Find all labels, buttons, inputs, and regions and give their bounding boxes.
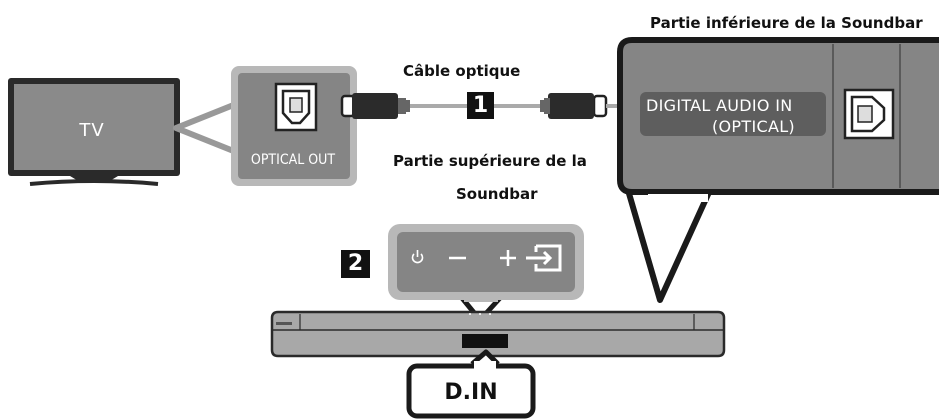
- tv-icon: [8, 78, 180, 186]
- digital-audio-in-label: DIGITAL AUDIO IN: [646, 96, 793, 115]
- din-label: D.IN: [444, 380, 498, 405]
- optical-sublabel: (OPTICAL): [712, 117, 795, 136]
- tv-label: TV: [79, 120, 105, 141]
- soundbar-top-panel: [388, 224, 584, 323]
- din-callout: [406, 349, 536, 419]
- soundbar: [270, 310, 726, 358]
- power-icon: [411, 250, 424, 264]
- soundbar-top-label-line1: Partie supérieure de la: [393, 152, 587, 170]
- soundbar-top-label-line2: Soundbar: [456, 185, 538, 203]
- optical-out-label: OPTICAL OUT: [250, 152, 336, 168]
- cable-label: Câble optique: [403, 62, 521, 80]
- soundbar-bottom-label: Partie inférieure de la Soundbar: [650, 14, 923, 32]
- source-icon: [526, 244, 562, 272]
- step-1-badge: 1: [467, 92, 494, 119]
- optical-out-port: [231, 66, 357, 186]
- plus-icon: [500, 250, 516, 266]
- tv-callout: [173, 101, 239, 155]
- step-2-badge: 2: [341, 250, 370, 278]
- soundbar-bottom-panel: [617, 37, 939, 303]
